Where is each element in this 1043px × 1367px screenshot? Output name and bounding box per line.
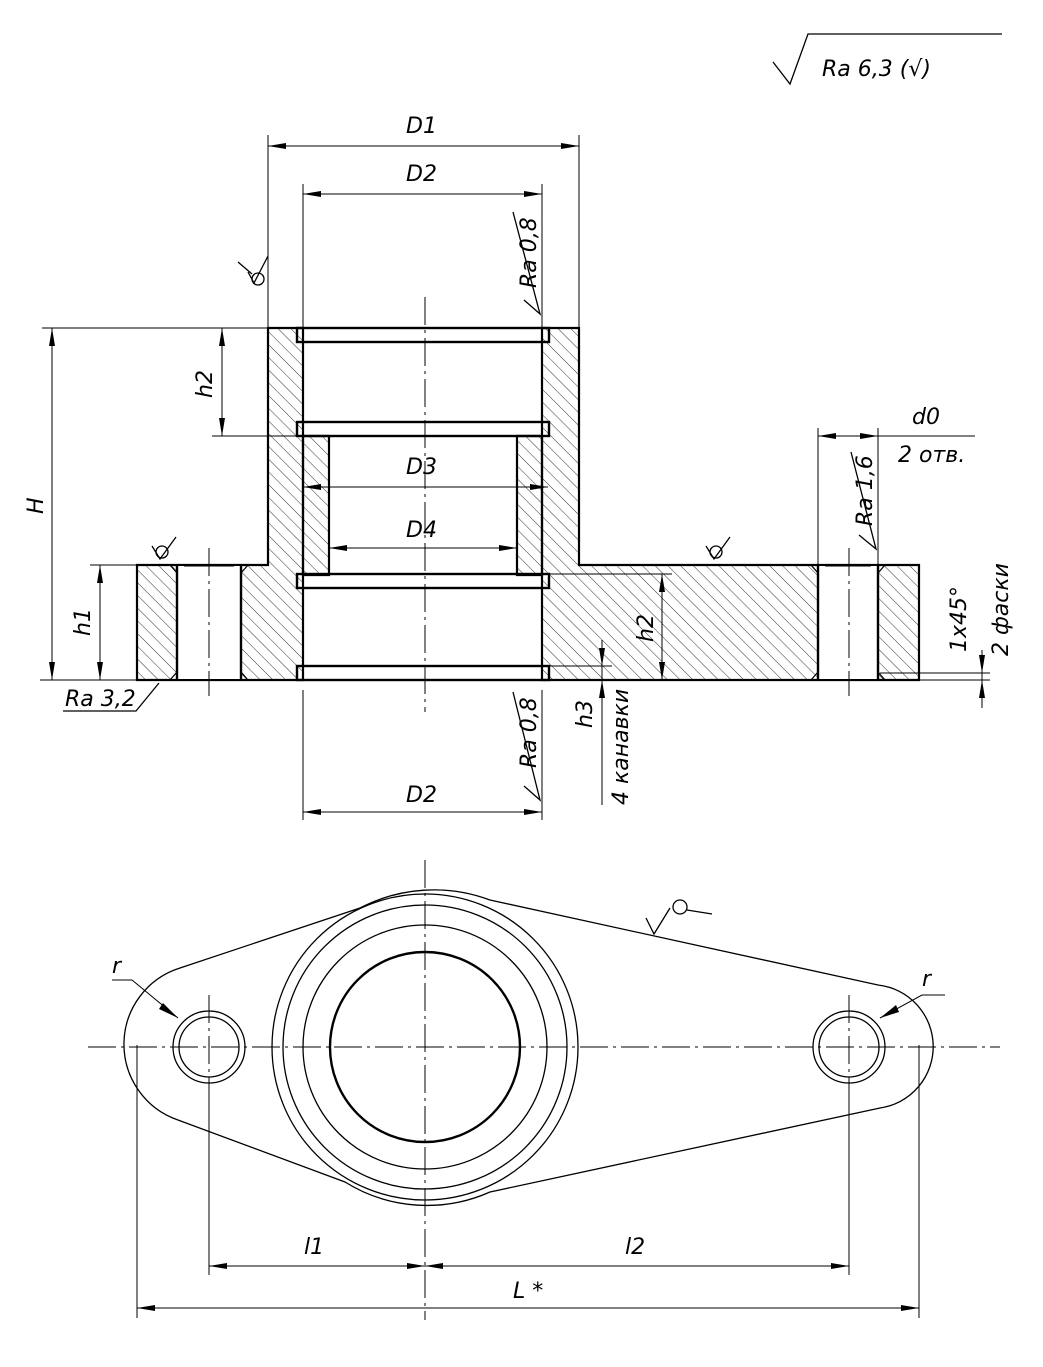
roughness-base-label: Ra 3,2 [65,687,136,712]
dim-D4-label: D4 [406,518,437,543]
dim-D1-label: D1 [406,114,437,139]
bolt-hole-right-section [818,566,878,679]
plan-dimensions: l1 l2 L * [136,1045,920,1318]
dim-l2-label: l2 [625,1235,645,1260]
chamfers-note: 2 фаски [989,563,1014,656]
groove-4 [295,664,551,682]
dim-r-right-label: r [922,967,933,992]
dim-h1-label: h1 [71,608,96,636]
groove-3 [295,572,551,590]
section-roughness-signs: Ra 0,8 Ra 0,8 Ra 1,6 Ra 3,2 [63,211,878,802]
roughness-untreated-flange-right [705,536,731,561]
dim-l1-label: l1 [304,1235,324,1260]
roughness-bore-top-label: Ra 0,8 [517,217,542,288]
section-dimensions: D1 D2 D3 D4 D2 H h1 [24,114,1014,820]
dim-H-label: H [24,497,49,514]
flange-outline [123,889,934,1207]
roughness-bolt-hole-label: Ra 1,6 [853,455,878,526]
roughness-bore-bottom-label: Ra 0,8 [517,697,542,768]
grooves-note: 4 канавки [609,689,634,805]
general-roughness-sign: Ra 6,3 (√) [772,33,1002,86]
holes-note: 2 отв. [898,443,965,468]
dim-L-label: L * [513,1279,543,1304]
dim-D3-label: D3 [406,455,437,480]
dim-h3-label: h3 [573,700,598,728]
general-roughness-label: Ra 6,3 (√) [822,57,931,82]
dim-d0-label: d0 [912,405,940,430]
dim-D2-top-label: D2 [406,162,437,187]
roughness-untreated-plan [645,899,713,936]
dim-h2-right-label: h2 [634,614,659,642]
section-view [40,297,990,712]
plan-view: r r [88,860,1000,1320]
roughness-untreated-top-left [237,255,269,286]
groove-2 [295,420,551,438]
groove-1 [295,326,551,344]
dim-r-left-label: r [112,954,123,979]
inner-ring-left [301,434,331,577]
chamfer-note: 1x45° [947,586,972,652]
dim-D2-bottom-label: D2 [406,783,437,808]
dim-h2-left-label: h2 [193,370,218,398]
roughness-untreated-flange-left [151,536,177,561]
inner-ring-right [515,434,544,577]
